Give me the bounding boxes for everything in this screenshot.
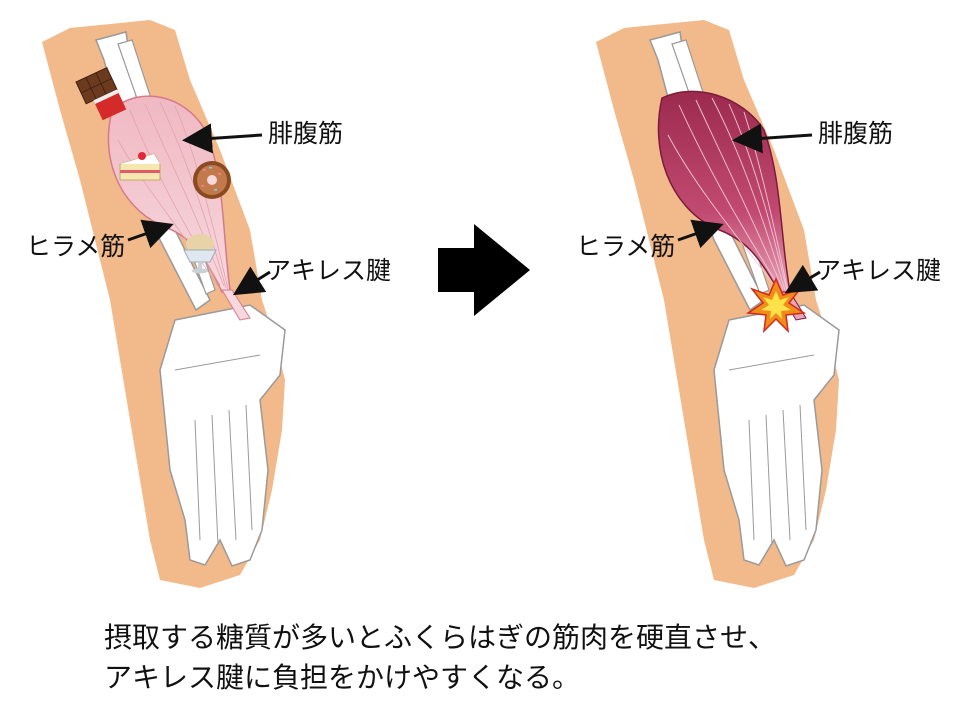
left-soleus-label: ヒラメ筋	[26, 232, 126, 261]
donut-icon	[193, 161, 231, 199]
left-achilles-label: アキレス腱	[266, 256, 392, 285]
left-foot-bones	[159, 304, 286, 567]
right-achilles-pointer	[784, 264, 821, 294]
right-toe-lines	[728, 354, 815, 546]
ice-cream-icon	[183, 234, 217, 274]
right-gastrocnemius-pointer	[732, 123, 813, 154]
right-soleus-pointer	[677, 219, 724, 249]
caption: 摂取する糖質が多いとふくらはぎの筋肉を硬直させ、 アキレス腱に負担をかけやすくな…	[104, 618, 776, 698]
right-muscle-fibers	[667, 97, 789, 293]
left-soleus-pointer	[127, 219, 174, 249]
left-toe-lines	[174, 354, 261, 546]
left-leg	[42, 20, 286, 588]
right-soleus-label: ヒラメ筋	[576, 232, 676, 261]
right-leg	[596, 20, 840, 588]
left-achilles-tendon	[221, 289, 251, 321]
caption-line-1: 摂取する糖質が多いとふくらはぎの筋肉を硬直させ、	[104, 621, 777, 654]
left-gastrocnemius-label: 腓腹筋	[268, 119, 344, 148]
right-achilles-label: アキレス腱	[816, 256, 942, 285]
left-achilles-pointer	[232, 266, 271, 296]
cake-slice-icon	[119, 152, 161, 181]
caption-line-2: アキレス腱に負担をかけやすくなる。	[104, 661, 581, 694]
chocolate-bar-icon	[75, 66, 127, 121]
left-gastrocnemius-pointer	[182, 123, 263, 154]
right-foot-bones	[713, 304, 840, 567]
explosion-burst-icon	[745, 277, 807, 334]
right-gastrocnemius-label: 腓腹筋	[818, 119, 894, 148]
right-arrow-icon	[438, 224, 530, 316]
